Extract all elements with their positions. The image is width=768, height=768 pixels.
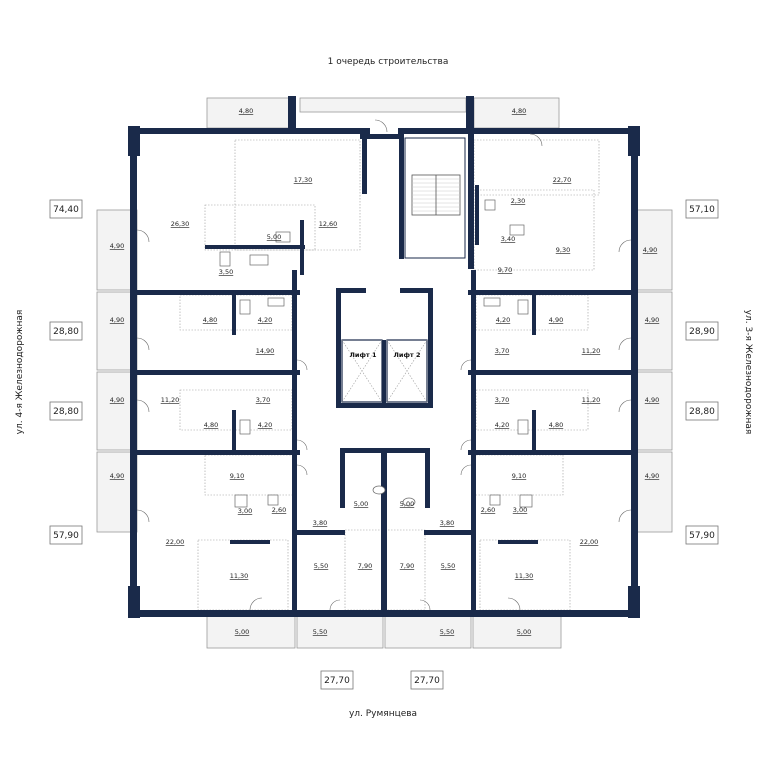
room-area: 3,40 xyxy=(501,235,515,243)
room-area: 5,50 xyxy=(441,562,455,570)
room-area: 7,90 xyxy=(400,562,414,570)
stairwell xyxy=(404,137,466,259)
room-area: 3,80 xyxy=(313,519,327,527)
room-area: 2,60 xyxy=(272,506,286,514)
total-left-1: 74,40 xyxy=(53,205,79,215)
total-right-4: 57,90 xyxy=(689,531,715,541)
canopy-top xyxy=(299,97,467,113)
room-area: 4,90 xyxy=(645,472,659,480)
total-bottom-1: 27,70 xyxy=(324,676,350,686)
total-bottom-2: 27,70 xyxy=(414,676,440,686)
street-label-bottom: ул. Румянцева xyxy=(349,709,417,719)
room-area: 3,00 xyxy=(238,507,252,515)
room-area: 4,20 xyxy=(258,316,272,324)
balcony-bottom-2 xyxy=(296,615,384,649)
room-area: 4,90 xyxy=(110,242,124,250)
room-area: 9,30 xyxy=(556,246,570,254)
lift-1-label: Лифт 1 xyxy=(350,351,377,359)
room-area: 5,50 xyxy=(314,562,328,570)
room-areas: 4,80 4,80 17,30 26,30 12,60 5,00 3,50 22… xyxy=(110,107,659,636)
room-area: 3,50 xyxy=(219,268,233,276)
room-area: 4,90 xyxy=(645,396,659,404)
room-area: 4,80 xyxy=(549,421,563,429)
room-area: 17,30 xyxy=(294,176,313,184)
room-area: 11,20 xyxy=(582,347,601,355)
room-area: 4,80 xyxy=(204,421,218,429)
total-left-2: 28,80 xyxy=(53,327,79,337)
room-area: 9,10 xyxy=(512,472,526,480)
room-area: 2,30 xyxy=(511,197,525,205)
room-area: 9,10 xyxy=(230,472,244,480)
lift-core xyxy=(341,339,428,403)
room-area: 5,00 xyxy=(517,628,531,636)
street-label-right: ул. 3-я Железнодорожная xyxy=(743,310,753,435)
balcony-top-left xyxy=(206,97,293,129)
room-area: 3,70 xyxy=(495,347,509,355)
balcony-right-4 xyxy=(631,451,673,533)
room-area: 5,00 xyxy=(267,233,281,241)
balcony-right-1 xyxy=(631,209,673,291)
room-area: 11,20 xyxy=(161,396,180,404)
room-area: 4,90 xyxy=(643,246,657,254)
room-area: 4,90 xyxy=(549,316,563,324)
room-area: 3,70 xyxy=(256,396,270,404)
total-left-4: 57,90 xyxy=(53,531,79,541)
room-area: 11,30 xyxy=(230,572,249,580)
room-area: 26,30 xyxy=(171,220,190,228)
room-area: 22,70 xyxy=(553,176,572,184)
room-area: 2,60 xyxy=(481,506,495,514)
room-area: 22,00 xyxy=(580,538,599,546)
room-area: 5,50 xyxy=(313,628,327,636)
balcony-bottom-3 xyxy=(384,615,472,649)
room-area: 3,80 xyxy=(440,519,454,527)
room-area: 4,80 xyxy=(512,107,526,115)
apartment-totals: 74,40 28,80 28,80 57,90 57,10 28,90 28,8… xyxy=(49,199,719,690)
room-area: 4,20 xyxy=(495,421,509,429)
room-area: 12,60 xyxy=(319,220,338,228)
total-right-2: 28,90 xyxy=(689,327,715,337)
room-area: 4,80 xyxy=(203,316,217,324)
walls xyxy=(128,96,640,618)
lift-2-label: Лифт 2 xyxy=(394,351,421,359)
room-area: 5,00 xyxy=(354,500,368,508)
street-label-left: ул. 4-я Железнодорожная xyxy=(15,310,25,435)
doors xyxy=(136,119,632,611)
room-area: 3,00 xyxy=(513,506,527,514)
room-area: 11,30 xyxy=(515,572,534,580)
room-area: 22,00 xyxy=(166,538,185,546)
total-right-3: 28,80 xyxy=(689,407,715,417)
balcony-bottom-1 xyxy=(206,615,296,649)
room-area: 4,90 xyxy=(110,316,124,324)
room-area: 11,20 xyxy=(582,396,601,404)
room-area: 5,00 xyxy=(235,628,249,636)
street-label-top: 1 очередь строительства xyxy=(328,57,449,67)
total-right-1: 57,10 xyxy=(689,205,715,215)
room-area: 5,50 xyxy=(440,628,454,636)
room-area: 4,90 xyxy=(110,472,124,480)
room-area: 4,80 xyxy=(239,107,253,115)
room-area: 4,90 xyxy=(645,316,659,324)
total-left-3: 28,80 xyxy=(53,407,79,417)
room-area: 14,90 xyxy=(256,347,275,355)
fixtures xyxy=(219,199,533,508)
room-area: 9,70 xyxy=(498,266,512,274)
room-area: 7,90 xyxy=(358,562,372,570)
room-area: 4,20 xyxy=(258,421,272,429)
room-area: 4,90 xyxy=(110,396,124,404)
balcony-top-right xyxy=(473,97,560,129)
room-area: 3,70 xyxy=(495,396,509,404)
room-area: 4,20 xyxy=(496,316,510,324)
balcony-bottom-4 xyxy=(472,615,562,649)
room-area: 5,00 xyxy=(400,500,414,508)
